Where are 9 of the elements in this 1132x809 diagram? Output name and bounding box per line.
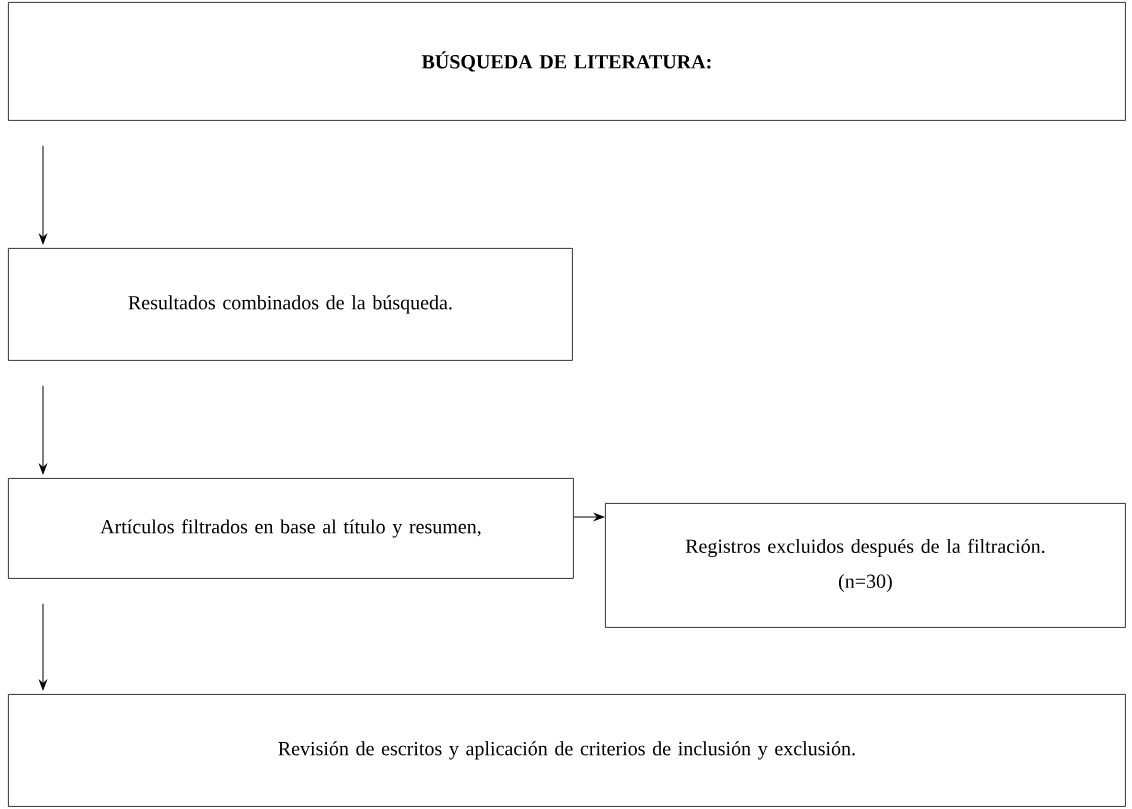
process-box: Revisión de escritos y aplicación de criterios de inclusión y exclusión. [8,694,1126,807]
process-box: Resultados combinados de la búsqueda. [8,248,573,361]
process-box: Artículos filtrados en base al título y resumen, [8,478,574,579]
arrow [573,513,605,521]
arrow [39,145,47,245]
arrow [39,603,47,691]
arrow [39,385,47,475]
process-box: Registros excluidos después de la filtración. (n=30) [605,503,1126,628]
process-box: BÚSQUEDA DE LITERATURA: [8,2,1126,121]
